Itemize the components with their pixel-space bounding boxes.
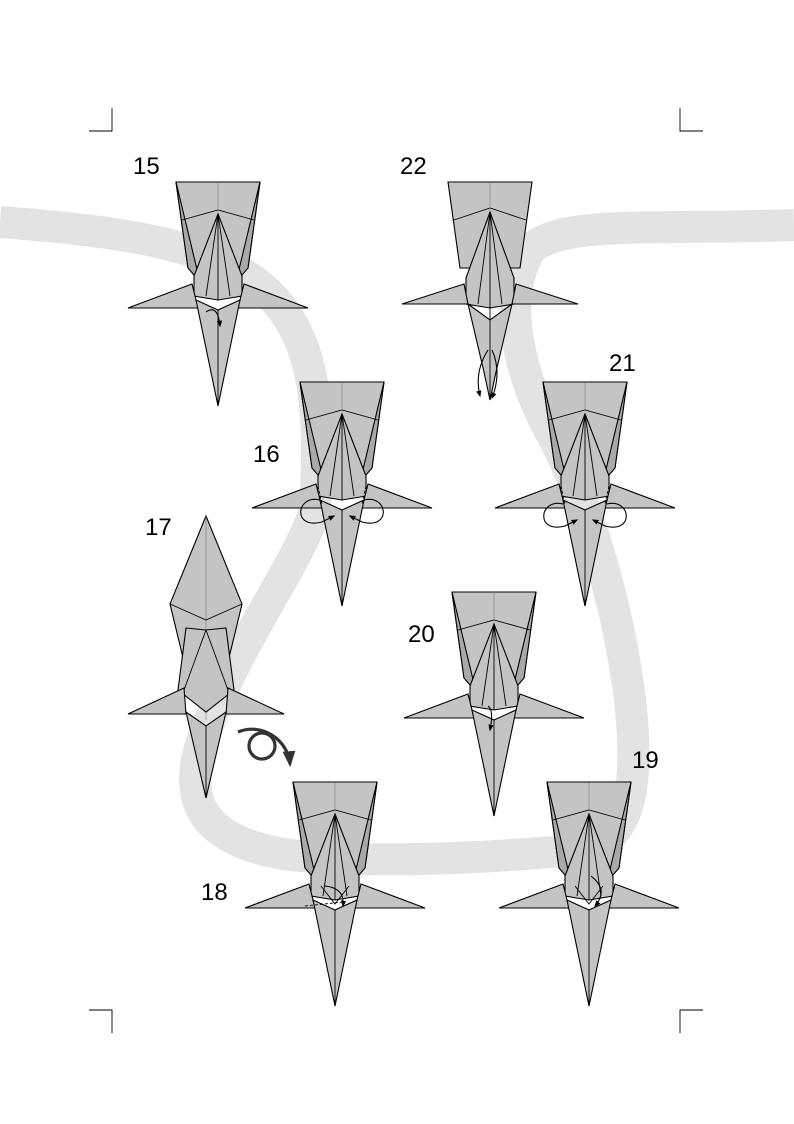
step-18-figure [244, 781, 426, 1007]
step-16-figure [251, 381, 433, 607]
fold-arrow-icon [590, 875, 602, 907]
step-number-15: 15 [133, 153, 160, 180]
reverse-fold-icon [476, 349, 489, 398]
step-17-figure [127, 514, 285, 799]
reverse-fold-icon [491, 349, 498, 400]
fold-arrow-icon [348, 498, 384, 524]
fold-arrow-icon [543, 502, 579, 528]
step-number-17: 17 [145, 514, 172, 541]
crop-marks [89, 108, 703, 1033]
step-15-figure [127, 181, 309, 407]
turn-over-icon [237, 727, 296, 768]
step-number-22: 22 [400, 153, 427, 180]
step-number-18: 18 [201, 879, 228, 906]
step-number-20: 20 [408, 621, 435, 648]
step-20-figure [403, 591, 585, 817]
step-22-figure [401, 181, 579, 401]
step-number-16: 16 [253, 441, 280, 468]
fold-arrow-icon [300, 498, 336, 524]
step-figures [127, 181, 680, 1007]
flow-path [0, 206, 794, 876]
step-labels: 15 16 17 18 19 20 21 22 [133, 153, 659, 906]
fold-arrow-icon [205, 309, 223, 328]
fold-arrow-icon [591, 502, 627, 528]
fold-arrow-icon [324, 885, 347, 908]
step-number-21: 21 [609, 350, 636, 377]
step-21-figure [494, 381, 676, 607]
step-19-figure [498, 781, 680, 1007]
fold-arrow-icon [487, 705, 494, 732]
step-number-19: 19 [632, 747, 659, 774]
